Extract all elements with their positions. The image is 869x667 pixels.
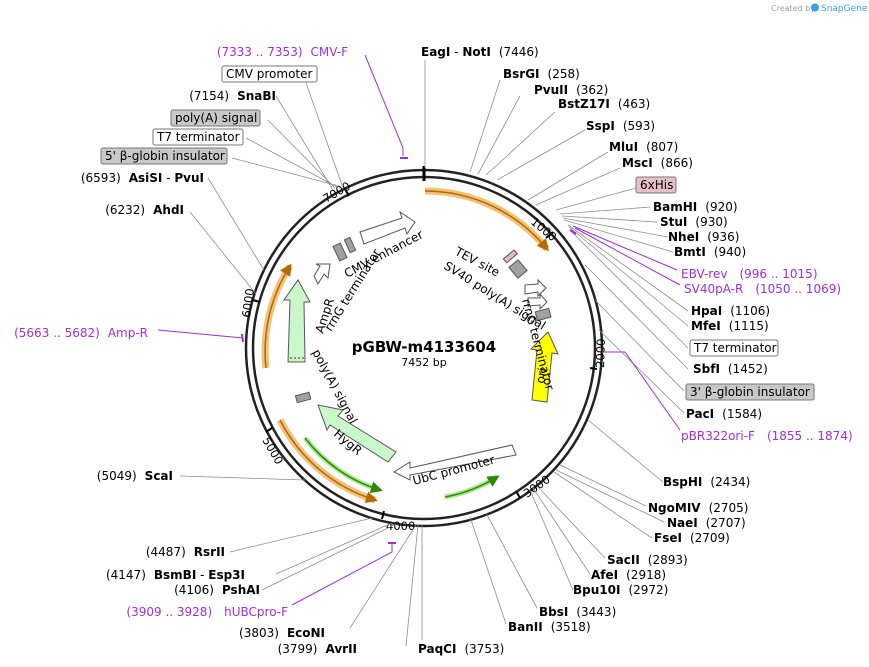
enzyme-rsrii: (4487)RsrII bbox=[146, 545, 225, 559]
polya-box-left bbox=[294, 391, 312, 404]
rrng-terminator-right-feature-2 bbox=[527, 292, 548, 311]
plasmid-name: pGBW-m4133604 bbox=[352, 338, 496, 356]
enzyme-stui: StuI(930) bbox=[660, 215, 728, 229]
orf-arc-top-line bbox=[424, 190, 549, 252]
boxed-feature-labels: CMV promoter poly(A) signal T7 terminato… bbox=[100, 65, 815, 401]
enzyme-ngomiv: NgoMIV(2705) bbox=[648, 501, 748, 515]
enzyme-bpu10i: Bpu10I(2972) bbox=[573, 583, 668, 597]
enzyme-fsei: FseI(2709) bbox=[654, 531, 730, 545]
box-cmv-promoter bbox=[221, 65, 318, 83]
enzyme-pshai: (4106)PshAI bbox=[174, 583, 260, 597]
tick-5000 bbox=[265, 427, 273, 433]
enzyme-naei: NaeI(2707) bbox=[667, 516, 746, 530]
enzyme-afei: AfeI(2918) bbox=[591, 568, 666, 582]
label-6xhis: 6xHis bbox=[640, 178, 673, 192]
tick-marks bbox=[252, 188, 598, 520]
enzyme-bsmbi-esp3i: (4147)BsmBI - Esp3I bbox=[106, 568, 245, 582]
label-5-globin-insulator: 5' β-globin insulator bbox=[105, 149, 225, 163]
t7-terminator-box bbox=[534, 307, 552, 322]
tick-label-6000: 6000 bbox=[239, 287, 257, 318]
ampr-feature bbox=[283, 279, 311, 363]
primer-pbr322ori-f: pBR322ori-F(1855 .. 1874) bbox=[681, 429, 853, 443]
enzyme-paqci: PaqCI(3753) bbox=[418, 642, 504, 656]
primer-cmv-f: (7333 .. 7353)CMV-F bbox=[217, 45, 348, 59]
label-t7-terminator-right: T7 terminator bbox=[693, 341, 777, 355]
enzyme-eagi-noti: EagI - NotI(7446) bbox=[421, 45, 539, 59]
orf-arc-bottom-line bbox=[279, 419, 378, 504]
tick-6000 bbox=[252, 299, 261, 303]
enzyme-asisi-pvui: (6593)AsiSI - PvuI bbox=[81, 171, 204, 185]
label-polya-signal: poly(A) signal bbox=[175, 111, 257, 125]
orf-arc-left-line bbox=[264, 263, 292, 369]
box-t7-terminator-right bbox=[689, 339, 779, 357]
primer-labels: (7333 .. 7353)CMV-F EBV-rev(996 .. 1015)… bbox=[14, 45, 853, 619]
primer-ebv-rev: EBV-rev(996 .. 1015) bbox=[681, 267, 818, 281]
enzyme-ahdi: (6232)AhdI bbox=[105, 203, 184, 217]
enzyme-avrii: (3799)AvrII bbox=[278, 642, 357, 656]
enzyme-labels: EagI - NotI(7446) BsrGI(258) PvuII(362) … bbox=[81, 45, 770, 656]
enzyme-bbsi: BbsI(3443) bbox=[539, 605, 616, 619]
primer-amp-r: (5663 .. 5682)Amp-R bbox=[14, 326, 148, 340]
box-5-globin-insulator bbox=[100, 147, 228, 165]
sv40-polya-box bbox=[508, 259, 528, 279]
enzyme-sacii: SacII(2893) bbox=[607, 553, 688, 567]
primer-lines bbox=[157, 54, 681, 606]
enzyme-hpai: HpaI(1106) bbox=[691, 304, 770, 318]
leader-lines bbox=[179, 60, 689, 647]
enzyme-paci: PacI(1584) bbox=[686, 407, 762, 421]
tick-1000 bbox=[545, 231, 554, 239]
hygr-orf-arc-line bbox=[304, 437, 383, 494]
enzyme-banii: BanII(3518) bbox=[508, 620, 591, 634]
rrng-terminator-box bbox=[332, 242, 348, 262]
enzyme-sbfi: SbfI(1452) bbox=[693, 362, 768, 376]
tev-site-marker bbox=[502, 249, 518, 264]
credit-text: Created by bbox=[771, 4, 815, 13]
enzyme-mlui: MluI(807) bbox=[609, 140, 678, 154]
label-ori: ori bbox=[533, 367, 549, 385]
box-3-globin-insulator bbox=[685, 383, 815, 401]
enzyme-bmti: BmtI(940) bbox=[674, 245, 746, 259]
rrng-terminator-right-feature bbox=[524, 278, 547, 298]
label-3-globin-insulator: 3' β-globin insulator bbox=[690, 385, 810, 399]
label-cmv-promoter: CMV promoter bbox=[226, 67, 313, 81]
plasmid-size: 7452 bp bbox=[401, 356, 446, 369]
tick-4000 bbox=[381, 510, 385, 520]
enzyme-sspi: SspI(593) bbox=[586, 119, 655, 133]
polya-box-top bbox=[343, 236, 357, 254]
primer-hubcpro-f: (3909 .. 3928)hUBCpro-F bbox=[126, 605, 288, 619]
enzyme-bsrgi: BsrGI(258) bbox=[503, 67, 580, 81]
tick-label-2000: 2000 bbox=[593, 338, 608, 368]
enzyme-msci: MscI(866) bbox=[622, 156, 693, 170]
box-polya-signal bbox=[170, 109, 261, 127]
snapgene-logo-icon bbox=[811, 3, 819, 12]
cmv-enhancer-feature bbox=[359, 210, 416, 245]
ubc-orf-arc-line bbox=[444, 475, 500, 498]
tick-7000 bbox=[344, 188, 350, 197]
ori-feature bbox=[529, 331, 559, 403]
hygr-feature bbox=[317, 404, 397, 463]
box-t7-terminator-left bbox=[152, 128, 244, 146]
label-t7-terminator-left: T7 terminator bbox=[156, 130, 240, 144]
enzyme-bsphi: BspHI(2434) bbox=[663, 475, 750, 489]
enzyme-bstz17i: BstZ17I(463) bbox=[558, 97, 650, 111]
enzyme-econi: (3803)EcoNI bbox=[239, 626, 325, 640]
enzyme-nhei: NheI(936) bbox=[668, 230, 739, 244]
snapgene-logo-text: SnapGene bbox=[821, 4, 868, 14]
box-6xhis bbox=[635, 176, 677, 194]
enzyme-pvuii: PvuII(362) bbox=[534, 83, 608, 97]
primer-sv40pa-r: SV40pA-R(1050 .. 1069) bbox=[684, 282, 841, 296]
ubc-promoter-feature bbox=[392, 444, 517, 481]
tick-3000 bbox=[515, 490, 521, 499]
enzyme-scai: (5049)ScaI bbox=[97, 469, 173, 483]
enzyme-bamhi: BamHI(920) bbox=[653, 200, 738, 214]
tick-2000 bbox=[589, 367, 598, 370]
label-rrng-terminator-left: rrnG terminator bbox=[322, 246, 384, 333]
tick-label-5000: 5000 bbox=[259, 435, 286, 467]
enzyme-mfei: MfeI(1115) bbox=[691, 319, 769, 333]
tick-label-4000: 4000 bbox=[386, 519, 415, 533]
ubc-orf-arc bbox=[444, 474, 499, 500]
enzyme-snabi: (7154)SnaBI bbox=[189, 89, 276, 103]
ampr-promoter-feature bbox=[313, 263, 331, 286]
